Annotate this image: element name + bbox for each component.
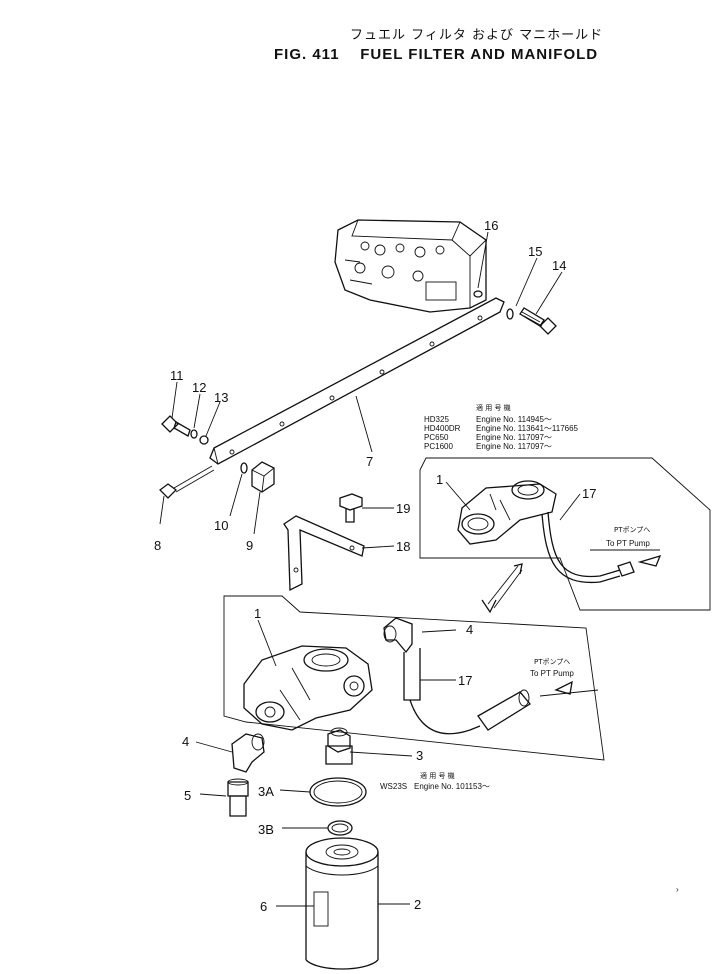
applicability-lower-heading: 適 用 号 機 bbox=[420, 771, 455, 780]
applicability-lower-engine-1: Engine No. 101153～ bbox=[414, 782, 490, 791]
upper-detail-box bbox=[419, 457, 711, 611]
applicability-upper-engine-3: Engine No. 117097～ bbox=[476, 433, 552, 442]
elbow-4 bbox=[231, 733, 265, 773]
o-ring-3a bbox=[309, 777, 367, 807]
applicability-upper: 適 用 号 機 HD325 Engine No. 114945～ HD400DR… bbox=[424, 403, 579, 451]
filter-cartridge-2 bbox=[305, 837, 379, 970]
pump-note-lower-en: To PT Pump bbox=[530, 669, 574, 678]
applicability-upper-model-3: PC650 bbox=[424, 433, 449, 442]
washer-12 bbox=[190, 429, 198, 439]
applicability-upper-heading: 適 用 号 機 bbox=[476, 403, 511, 412]
callout-7: 7 bbox=[366, 454, 373, 469]
applicability-upper-engine-4: Engine No. 117097～ bbox=[476, 442, 552, 451]
callout-17-lower: 17 bbox=[458, 673, 472, 688]
callout-1-upper: 1 bbox=[436, 472, 443, 487]
applicability-upper-model-4: PC1600 bbox=[424, 442, 453, 451]
leader-lines bbox=[159, 231, 660, 907]
callout-17-upper: 17 bbox=[582, 486, 596, 501]
o-ring-13 bbox=[199, 435, 209, 445]
callout-16: 16 bbox=[484, 218, 498, 233]
block-9 bbox=[251, 461, 275, 493]
lower-detail-box bbox=[223, 595, 605, 761]
bolt-14 bbox=[519, 307, 557, 335]
pump-note-lower: PTポンプへ To PT Pump bbox=[530, 658, 574, 695]
bolt-11 bbox=[161, 415, 191, 437]
callout-13: 13 bbox=[214, 390, 228, 405]
applicability-lower: 適 用 号 機 WS23S Engine No. 101153～ bbox=[380, 771, 490, 791]
stray-mark: › bbox=[676, 885, 679, 894]
applicability-upper-model-2: HD400DR bbox=[424, 424, 461, 433]
applicability-lower-model-1: WS23S bbox=[380, 782, 407, 791]
callout-8: 8 bbox=[154, 538, 161, 553]
title-japanese: フュエル フィルタ および マニホールド bbox=[350, 28, 604, 43]
o-ring-3a-inner bbox=[313, 780, 363, 804]
callout-18: 18 bbox=[396, 539, 410, 554]
callout-19: 19 bbox=[396, 501, 410, 516]
plug-8 bbox=[159, 465, 215, 499]
callout-6: 6 bbox=[260, 899, 267, 914]
o-ring-16 bbox=[473, 290, 483, 298]
callout-4-upper: 4 bbox=[466, 622, 473, 637]
callout-9: 9 bbox=[246, 538, 253, 553]
washer-15 bbox=[506, 308, 514, 320]
pump-note-upper-jp: PTポンプへ bbox=[614, 526, 650, 534]
callout-2: 2 bbox=[414, 897, 421, 912]
engine-block bbox=[334, 219, 487, 313]
pump-note-upper: PTポンプへ To PT Pump bbox=[606, 526, 662, 567]
callout-4-lower: 4 bbox=[182, 734, 189, 749]
callout-10: 10 bbox=[214, 518, 228, 533]
o-ring-10 bbox=[240, 462, 248, 474]
callout-3a: 3A bbox=[258, 784, 274, 799]
callout-3b: 3B bbox=[258, 822, 274, 837]
callout-11: 11 bbox=[170, 368, 184, 383]
callout-12: 12 bbox=[192, 380, 206, 395]
callout-1-lower: 1 bbox=[254, 606, 261, 621]
bolt-19 bbox=[339, 493, 363, 523]
connection-arrow bbox=[481, 563, 523, 614]
plug-5 bbox=[227, 778, 249, 817]
figure-title-text: FUEL FILTER AND MANIFOLD bbox=[360, 46, 599, 63]
pump-note-lower-jp: PTポンプへ bbox=[534, 658, 570, 666]
connector-3 bbox=[325, 727, 353, 765]
callout-5: 5 bbox=[184, 788, 191, 803]
callout-3: 3 bbox=[416, 748, 423, 763]
callout-14: 14 bbox=[552, 258, 566, 273]
figure-title: FIG. 411 FUEL FILTER AND MANIFOLD bbox=[274, 46, 598, 63]
applicability-upper-engine-1: Engine No. 114945～ bbox=[476, 415, 552, 424]
figure-number: FIG. 411 bbox=[274, 46, 340, 63]
bracket-18 bbox=[283, 515, 365, 592]
pump-note-upper-en: To PT Pump bbox=[606, 539, 650, 548]
o-ring-3b-inner bbox=[331, 823, 349, 833]
manifold-bar bbox=[209, 297, 505, 465]
applicability-upper-engine-2: Engine No. 113641～117665 bbox=[476, 424, 579, 433]
callout-15: 15 bbox=[528, 244, 542, 259]
applicability-upper-model-1: HD325 bbox=[424, 415, 449, 424]
